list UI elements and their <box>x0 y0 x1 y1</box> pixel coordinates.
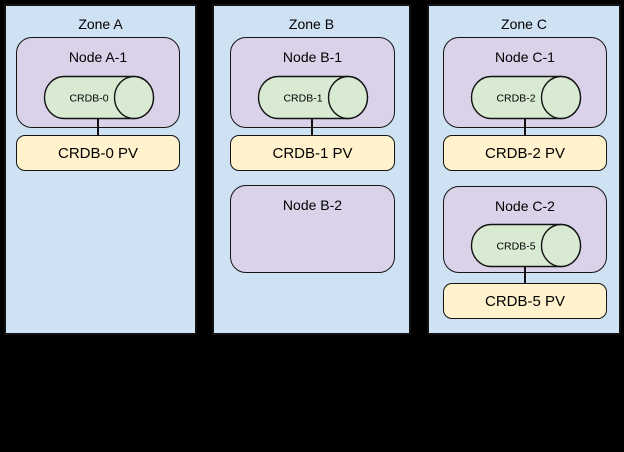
node-a-1-to-pv-connector <box>97 119 99 136</box>
crdb-2-pv-label: CRDB-2 PV <box>484 144 566 162</box>
crdb-2-label: CRDB-2 <box>496 93 535 105</box>
crdb-1-pv-box: CRDB-1 PV <box>230 135 395 171</box>
zone-b: Zone B Node B-1 CRDB-1 CRDB-1 PV Node B-… <box>212 4 411 335</box>
zone-c: Zone C Node C-1 CRDB-2 CRDB-2 PV Node C-… <box>427 4 621 335</box>
crdb-5-pv-label: CRDB-5 PV <box>484 292 566 310</box>
crdb-0-pv-box: CRDB-0 PV <box>16 135 180 171</box>
zone-c-label: Zone C <box>501 16 547 32</box>
node-a-1-label: Node A-1 <box>68 49 128 65</box>
node-b-2: Node B-2 <box>230 185 395 273</box>
zone-b-label: Zone B <box>288 16 335 32</box>
node-c-2-to-pv-connector <box>524 267 526 284</box>
node-c-2: Node C-2 CRDB-5 <box>443 186 607 273</box>
node-b-2-label: Node B-2 <box>282 197 343 213</box>
node-b-1: Node B-1 CRDB-1 <box>230 37 395 128</box>
crdb-2-database-cylinder-icon: CRDB-2 <box>470 75 582 120</box>
crdb-1-pv-label: CRDB-1 PV <box>272 144 353 162</box>
node-c-1: Node C-1 CRDB-2 <box>443 37 607 128</box>
crdb-0-pv-label: CRDB-0 PV <box>57 144 139 162</box>
crdb-0-label: CRDB-0 <box>69 93 108 105</box>
cylinder-cap <box>540 223 582 268</box>
crdb-1-database-cylinder-icon: CRDB-1 <box>257 75 369 120</box>
crdb-0-database-cylinder-icon: CRDB-0 <box>43 75 155 120</box>
node-b-1-to-pv-connector <box>311 119 313 136</box>
zone-a-label: Zone A <box>78 16 123 32</box>
cylinder-cap <box>540 75 582 120</box>
crdb-5-label: CRDB-5 <box>496 241 535 253</box>
node-a-1: Node A-1 CRDB-0 <box>16 37 180 128</box>
crdb-1-label: CRDB-1 <box>283 93 322 105</box>
crdb-5-database-cylinder-icon: CRDB-5 <box>470 223 582 268</box>
cylinder-cap <box>113 75 155 120</box>
node-c-1-to-pv-connector <box>524 119 526 136</box>
cylinder-cap <box>327 75 369 120</box>
crdb-2-pv-box: CRDB-2 PV <box>443 135 607 171</box>
crdb-5-pv-box: CRDB-5 PV <box>443 283 607 319</box>
zone-a: Zone A Node A-1 CRDB-0 CRDB-0 PV <box>4 4 197 335</box>
node-c-1-label: Node C-1 <box>495 49 555 65</box>
node-b-1-label: Node B-1 <box>282 49 343 65</box>
node-c-2-label: Node C-2 <box>495 198 555 214</box>
